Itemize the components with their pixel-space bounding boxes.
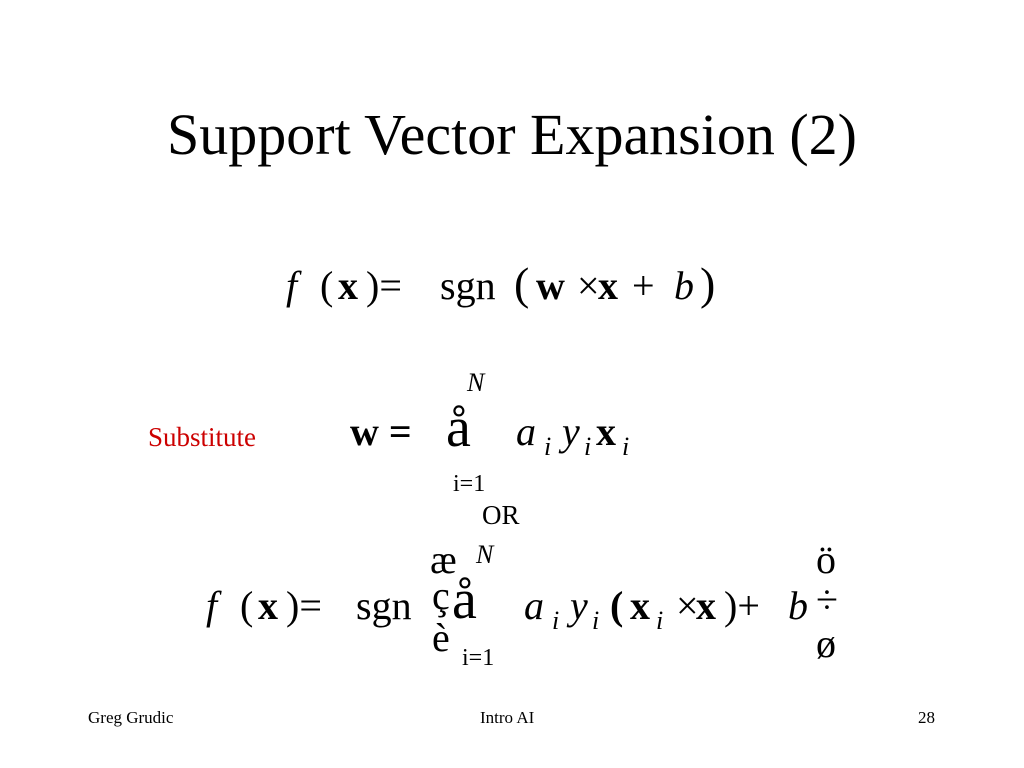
eq3-x: x: [258, 583, 278, 628]
eq3-sum-upper: N: [476, 540, 494, 569]
eq2-y: y: [562, 409, 580, 454]
eq3-times: ×: [676, 583, 699, 628]
eq3-y-sub: i: [592, 606, 600, 635]
eq1-times: ×: [577, 263, 600, 308]
eq3-rparen-eq: )=: [286, 583, 322, 628]
or-label: OR: [482, 500, 520, 530]
eq3-bracket-left-bot: è: [432, 615, 450, 660]
eq3-a-sub: i: [552, 606, 560, 635]
eq3-lparen: (: [240, 583, 254, 628]
footer-course: Intro AI: [480, 708, 535, 727]
eq3-sgn: sgn: [356, 583, 412, 628]
eq3-inner-rparen-plus: )+: [724, 583, 760, 628]
eq1-big-rparen: ): [700, 258, 716, 309]
eq2-y-sub: i: [584, 432, 592, 461]
eq1-x2: x: [598, 263, 618, 308]
eq3-xi: x: [630, 583, 650, 628]
eq2-sum-upper: N: [467, 368, 485, 397]
slide-title: Support Vector Expansion (2): [167, 102, 857, 167]
eq3-y: y: [570, 583, 588, 628]
eq1-lparen: (: [320, 263, 334, 308]
eq1-sgn: sgn: [440, 263, 496, 308]
eq3-x-sub: i: [656, 606, 664, 635]
eq3-sum-symbol: å: [452, 569, 477, 631]
footer-author: Greg Grudic: [88, 708, 174, 727]
footer-page-number: 28: [918, 708, 935, 727]
eq2-sum-symbol: å: [446, 397, 471, 459]
eq3-bracket-right-bot: ø: [816, 621, 836, 666]
eq1-rparen-eq: )=: [366, 263, 402, 308]
eq3-a: a: [524, 583, 544, 628]
eq1-b: b: [674, 263, 694, 308]
eq3-inner-lparen: (: [610, 583, 624, 628]
eq2-sum-lower: i=1: [453, 471, 486, 497]
eq3-x2: x: [696, 583, 716, 628]
substitute-label: Substitute: [148, 422, 257, 452]
eq1-plus: +: [632, 263, 655, 308]
eq2-a: a: [516, 409, 536, 454]
eq1-big-lparen: (: [514, 258, 530, 309]
eq3-bracket-right-top: ö: [816, 537, 836, 582]
eq2-a-sub: i: [544, 432, 552, 461]
eq1-w: w: [536, 263, 565, 308]
eq2-x: x: [596, 409, 616, 454]
eq3-bracket-left-top: æ: [430, 537, 457, 582]
eq1-x: x: [338, 263, 358, 308]
eq3-b: b: [788, 583, 808, 628]
eq3-bracket-left-mid: ç: [432, 573, 450, 618]
eq2-w-eq: w =: [350, 409, 412, 454]
eq1-f: f: [286, 263, 298, 308]
eq3-f: f: [206, 583, 218, 628]
eq2-x-sub: i: [622, 432, 630, 461]
eq3-bracket-right-mid: ÷: [816, 577, 838, 622]
eq3-sum-lower: i=1: [462, 645, 495, 671]
